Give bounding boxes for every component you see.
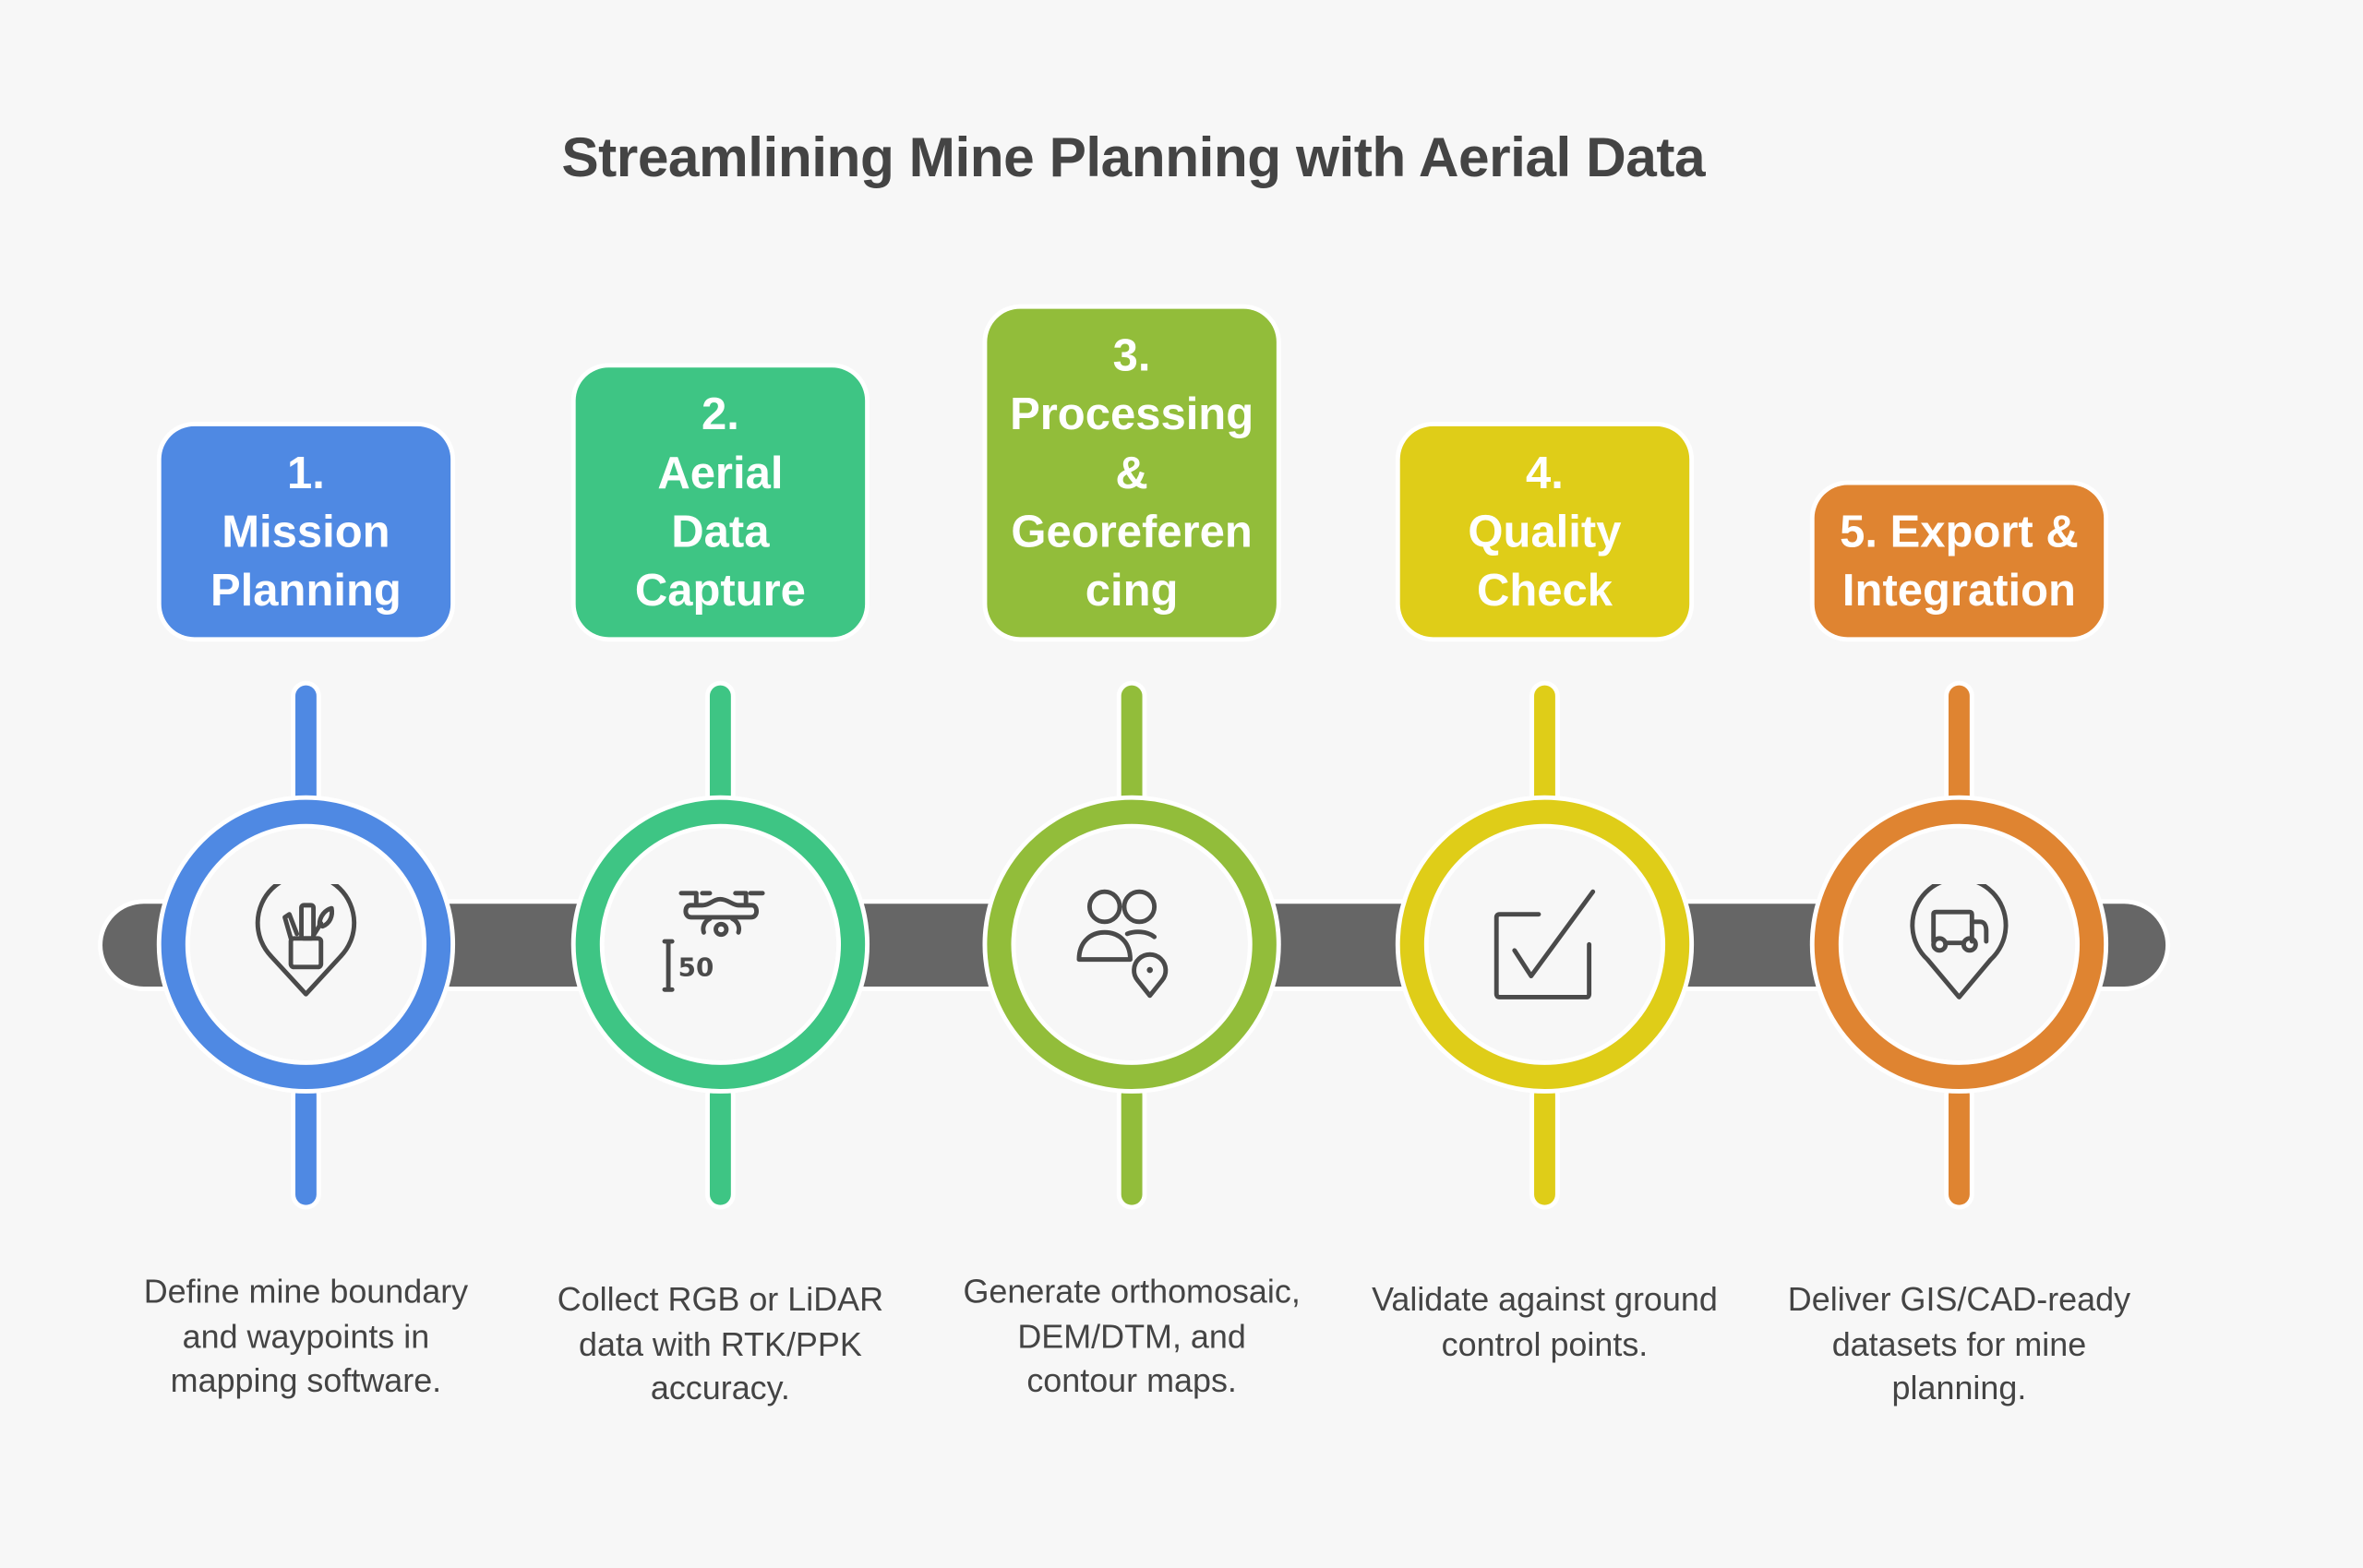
step-2-description: Collect RGB or LiDAR data with RTK/PPK a…: [557, 1280, 884, 1407]
step-2-stem-top: [709, 685, 731, 807]
step-3-header-line: Georeferen: [1011, 507, 1253, 557]
step-1-header-line: Planning: [210, 565, 402, 616]
step-1-stem-top: [294, 685, 317, 807]
step-5-stem-top: [1949, 685, 1970, 807]
step-3-header-line: &: [1115, 448, 1148, 498]
location-pin-art-supplies-icon: [255, 884, 357, 997]
drone-altitude-icon: 50: [662, 891, 765, 992]
step-4-stem-top: [1534, 685, 1555, 807]
step-3-description: Generate orthomosaic, DEM/DTM, and conto…: [963, 1273, 1301, 1400]
step-5-header-line: 5. Export &: [1840, 507, 2079, 557]
step-5-header: 5. Export & Integration: [1814, 485, 2105, 638]
step-5-description: Deliver GIS/CAD-ready datasets for mine …: [1787, 1280, 2131, 1407]
step-4-header-line: 4.: [1526, 448, 1564, 498]
step-1-stem-bottom: [294, 1084, 317, 1205]
step-3-header-line: cing: [1085, 565, 1179, 616]
step-3-stem-bottom: [1121, 1084, 1143, 1205]
step-4-stem-bottom: [1534, 1084, 1555, 1205]
altitude-value: 50: [678, 952, 714, 983]
step-1-header-line: Mission: [222, 507, 390, 557]
step-3-stem-top: [1121, 685, 1143, 807]
step-2-stem-bottom: [709, 1084, 731, 1205]
step-2-header-line: 2.: [701, 389, 739, 439]
step-5-stem-bottom: [1949, 1084, 1970, 1205]
location-pin-truck-icon: [1910, 884, 2009, 999]
step-1-description: Define mine boundary and waypoints in ma…: [143, 1273, 469, 1400]
step-5-header-line: Integration: [1841, 565, 2076, 616]
step-4-description: Validate against ground control points.: [1372, 1280, 1718, 1363]
page-title: Streamlining Mine Planning with Aerial D…: [561, 126, 1706, 189]
step-2-header-line: Data: [671, 507, 770, 557]
step-2-header-line: Capture: [634, 565, 806, 616]
step-4-header-line: Check: [1476, 565, 1613, 616]
step-4-header-line: Quality: [1468, 507, 1622, 557]
step-3-header-line: Processing: [1010, 389, 1254, 439]
step-1-header-line: 1.: [286, 448, 325, 498]
step-3-header: 3. Processing & Georeferen cing: [987, 308, 1277, 638]
step-3-header-line: 3.: [1112, 330, 1151, 381]
people-location-icon: [1076, 889, 1169, 999]
checkbox-checked-icon: [1493, 889, 1596, 999]
step-2-header-line: Aerial: [657, 448, 784, 498]
